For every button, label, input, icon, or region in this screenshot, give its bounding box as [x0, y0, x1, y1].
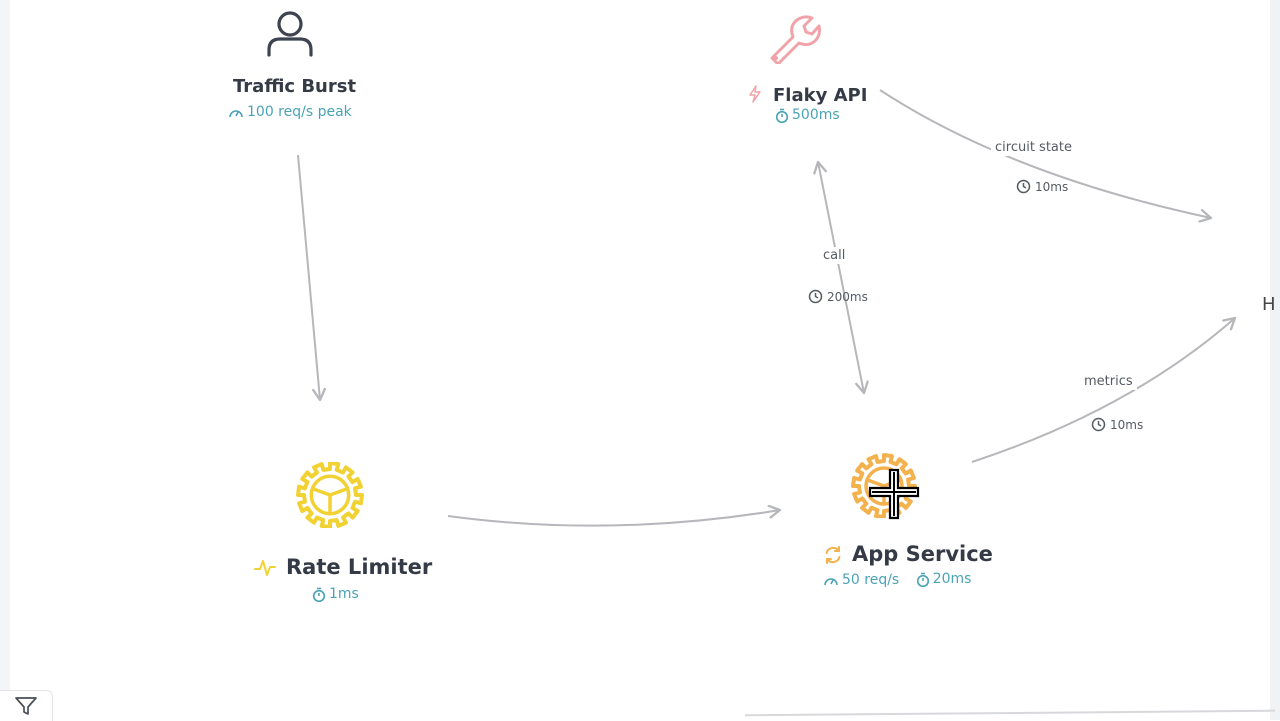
node-title: Traffic Burst [233, 76, 357, 97]
stopwatch-icon [312, 587, 326, 602]
edge-latency-circuit-state: 10ms [1016, 179, 1068, 194]
latency-value: 10ms [1035, 179, 1069, 194]
throughput-value: 100 req/s peak [247, 104, 352, 120]
wrench-icon [770, 15, 821, 64]
edge-label-circuit-state[interactable]: circuit state [991, 139, 1076, 156]
user-icon [267, 11, 313, 57]
clock-icon [1016, 179, 1031, 194]
edge-ratelimiter-to-app[interactable] [447, 504, 782, 527]
node-metric: 500ms [775, 107, 840, 127]
filter-icon [15, 697, 37, 715]
edge-app-to-offscreen[interactable] [971, 316, 1237, 463]
latency-value: 500ms [792, 107, 840, 123]
stopwatch-icon [775, 108, 789, 123]
node-title: Flaky API [773, 85, 868, 106]
edge-label-metrics[interactable]: metrics [1080, 373, 1137, 390]
gear-icon [296, 462, 364, 528]
offscreen-node-label: H [1262, 294, 1276, 315]
sync-icon [825, 546, 841, 564]
edge-label-call[interactable]: call [819, 247, 850, 264]
node-metric: 100 req/s peak [228, 104, 352, 123]
edge-latency-call: 200ms [808, 289, 868, 304]
left-panel-edge [0, 0, 10, 720]
latency-value: 1ms [329, 586, 359, 602]
pulse-icon [254, 560, 276, 576]
node-traffic-burst[interactable]: Traffic Burst 100 req/s peak [200, 0, 390, 130]
edge-latency-metrics: 10ms [1091, 417, 1143, 432]
edge-traffic-to-ratelimiter[interactable] [297, 154, 327, 402]
gauge-icon [229, 110, 243, 118]
latency-value: 10ms [1110, 417, 1144, 432]
crosshair-cursor-icon [868, 468, 920, 520]
stopwatch-icon [916, 572, 929, 587]
right-panel-edge [1270, 0, 1280, 720]
node-metric: 1ms [312, 586, 359, 606]
clock-icon [1091, 417, 1106, 432]
node-flaky-api[interactable]: Flaky API 500ms [735, 0, 875, 130]
bolt-icon [749, 85, 761, 103]
edge-flaky-app-call[interactable] [813, 160, 869, 395]
latency-value: 20ms [932, 571, 972, 587]
node-title: App Service [852, 542, 993, 566]
throughput-value: 50 req/s [842, 571, 900, 588]
node-metric: 50 req/s 20ms [823, 571, 971, 591]
latency-value: 200ms [827, 289, 868, 304]
clock-icon [808, 289, 823, 304]
node-title: Rate Limiter [286, 555, 433, 579]
node-rate-limiter[interactable]: Rate Limiter 1ms [240, 455, 433, 606]
gauge-icon [824, 577, 838, 585]
filter-button[interactable] [0, 690, 53, 721]
edge-flaky-to-offscreen[interactable] [879, 89, 1213, 223]
